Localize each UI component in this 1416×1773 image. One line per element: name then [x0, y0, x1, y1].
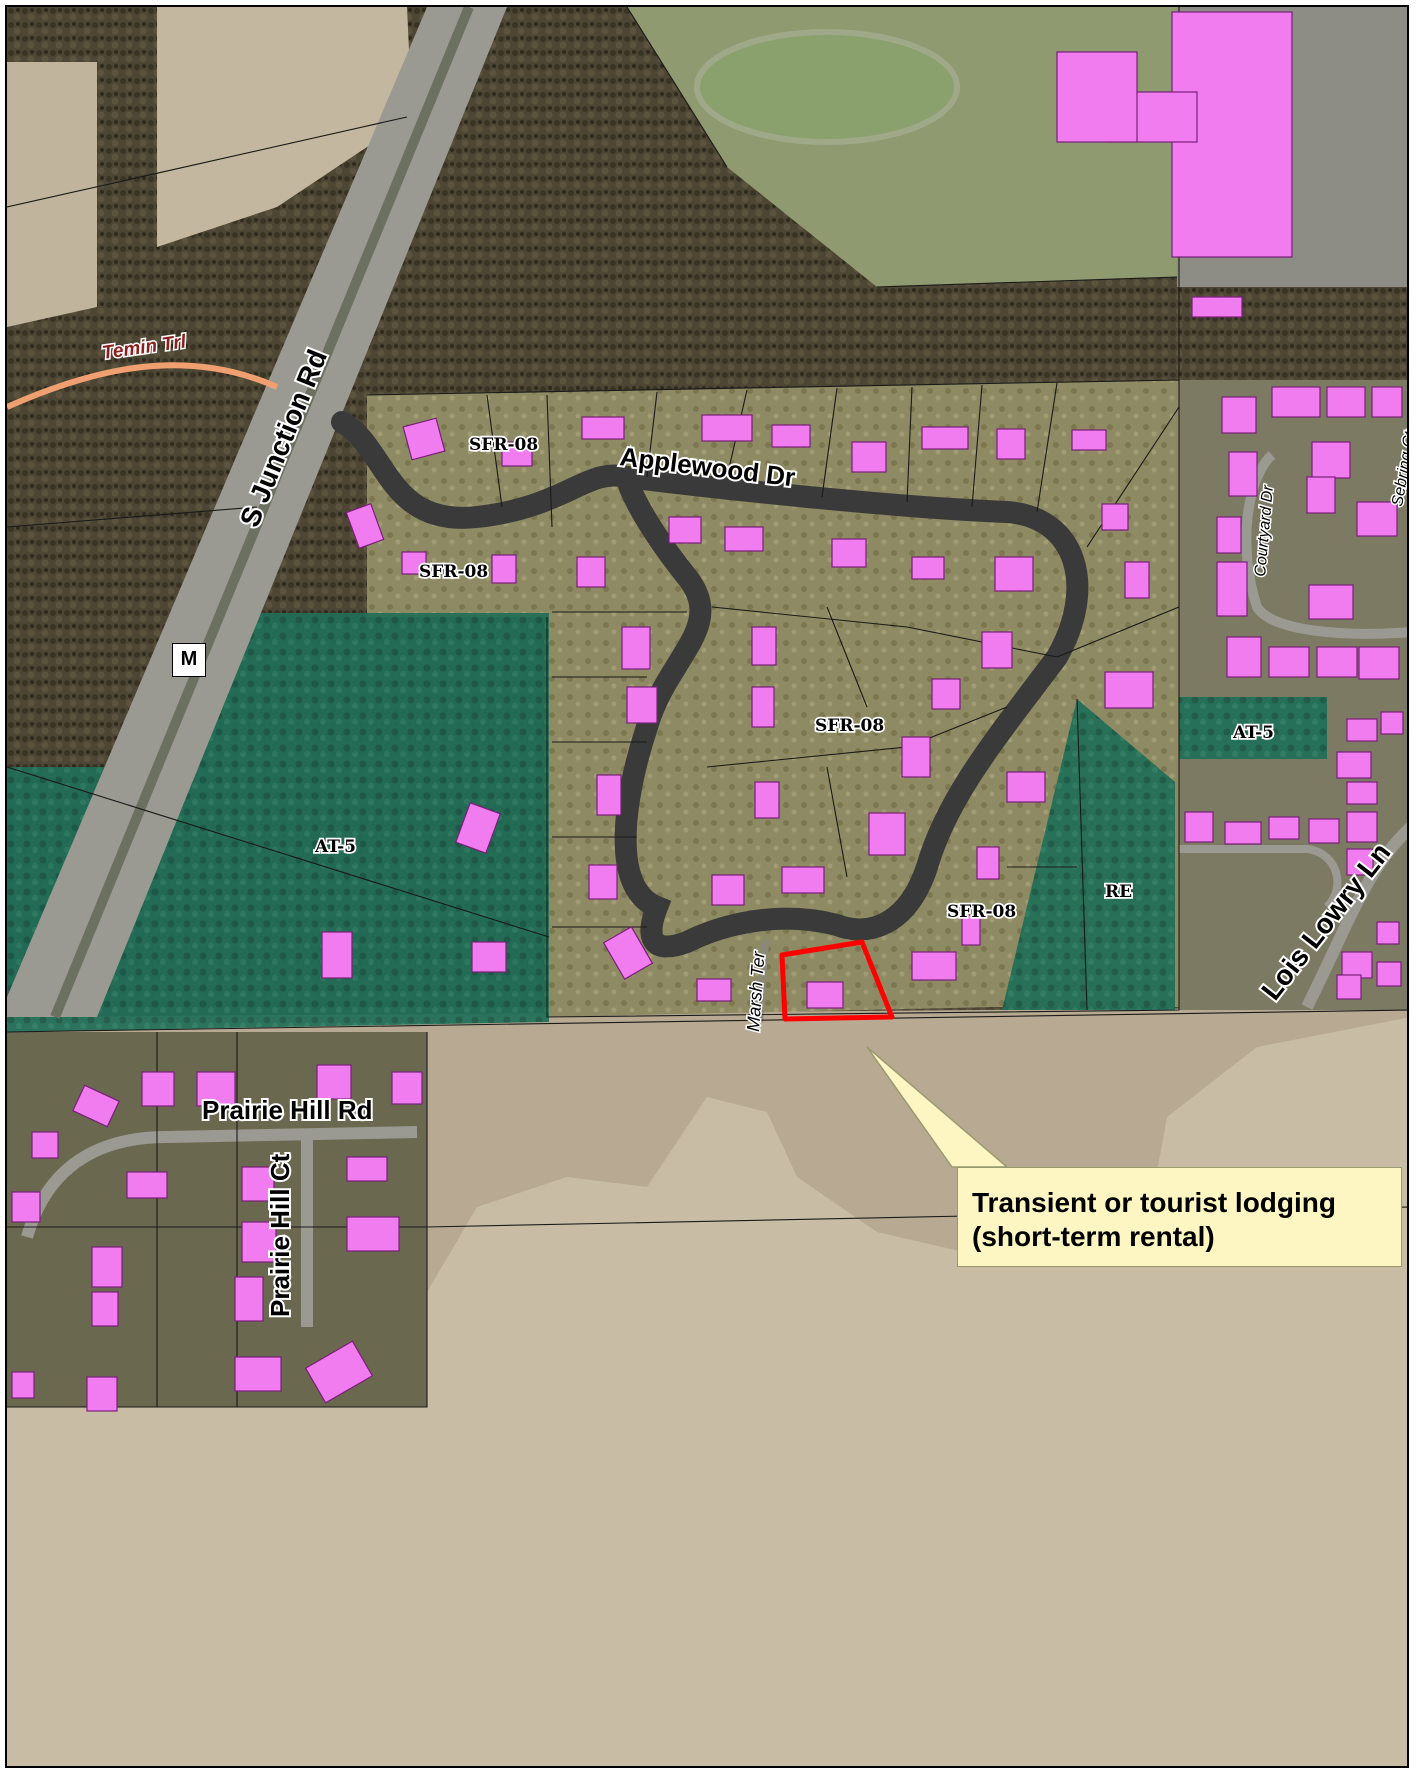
zone-label-at5-west: AT-5 [314, 837, 356, 857]
zone-at5-east-area [1179, 697, 1327, 759]
zone-re-area [1002, 699, 1175, 1010]
highway-median [50, 7, 474, 1019]
callout-line-2: (short-term rental) [972, 1221, 1215, 1252]
track [694, 29, 960, 145]
callout-box: Transient or tourist lodging (short-term… [957, 1167, 1402, 1267]
lois-lowry-ln-road [1301, 822, 1407, 1010]
highway-marker-m: M [172, 643, 206, 677]
label-prairie-hill-ct: Prairie Hill Ct [265, 1153, 295, 1317]
parcel-lines [7, 7, 1407, 1408]
map-frame[interactable]: S Junction Rd Applewood Dr Temin Trl Mar… [5, 5, 1409, 1768]
applewood-dr-road [331, 411, 1089, 958]
zone-label-sfr-08-center: SFR-08 [815, 716, 884, 736]
zone-label-sfr-08-north: SFR-08 [469, 435, 538, 455]
highlighted-parcel[interactable] [779, 939, 895, 1022]
buildings [11, 11, 1404, 1412]
zone-label-sfr-08-south: SFR-08 [947, 902, 1016, 922]
east-road-2 [1179, 845, 1342, 910]
zone-label-re: RE [1105, 882, 1132, 902]
zone-at5-west-area [7, 613, 549, 1032]
sw-field [7, 1017, 1407, 1766]
zone-label-sfr-08-west: SFR-08 [419, 562, 488, 582]
zone-label-at5-east: AT-5 [1232, 723, 1274, 743]
aerial-zoning-map[interactable]: S Junction Rd Applewood Dr Temin Trl Mar… [7, 7, 1409, 1768]
label-prairie-hill-rd: Prairie Hill Rd [202, 1095, 373, 1125]
nw-field-2 [7, 62, 97, 327]
marsh-ter-road [755, 940, 769, 1023]
temin-trail-path [7, 362, 279, 410]
callout-line-1: Transient or tourist lodging [972, 1187, 1336, 1218]
nw-field [157, 7, 412, 247]
east-neighborhood [1179, 380, 1407, 1010]
